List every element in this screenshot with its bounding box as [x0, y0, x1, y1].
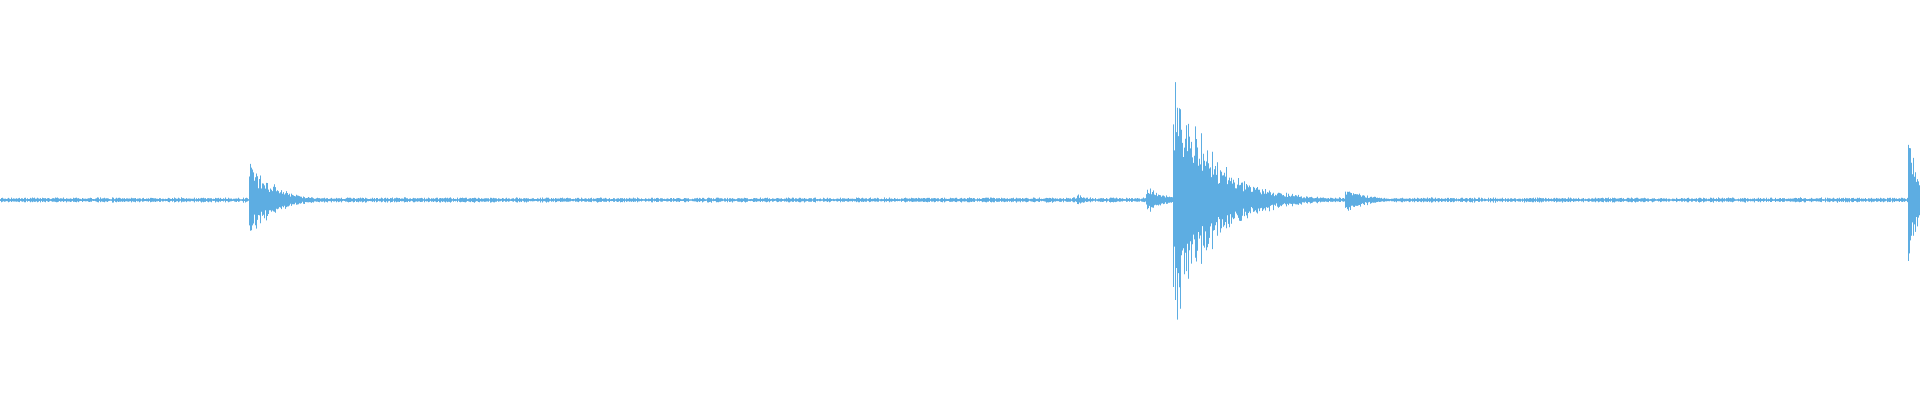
waveform-path	[0, 82, 1920, 320]
